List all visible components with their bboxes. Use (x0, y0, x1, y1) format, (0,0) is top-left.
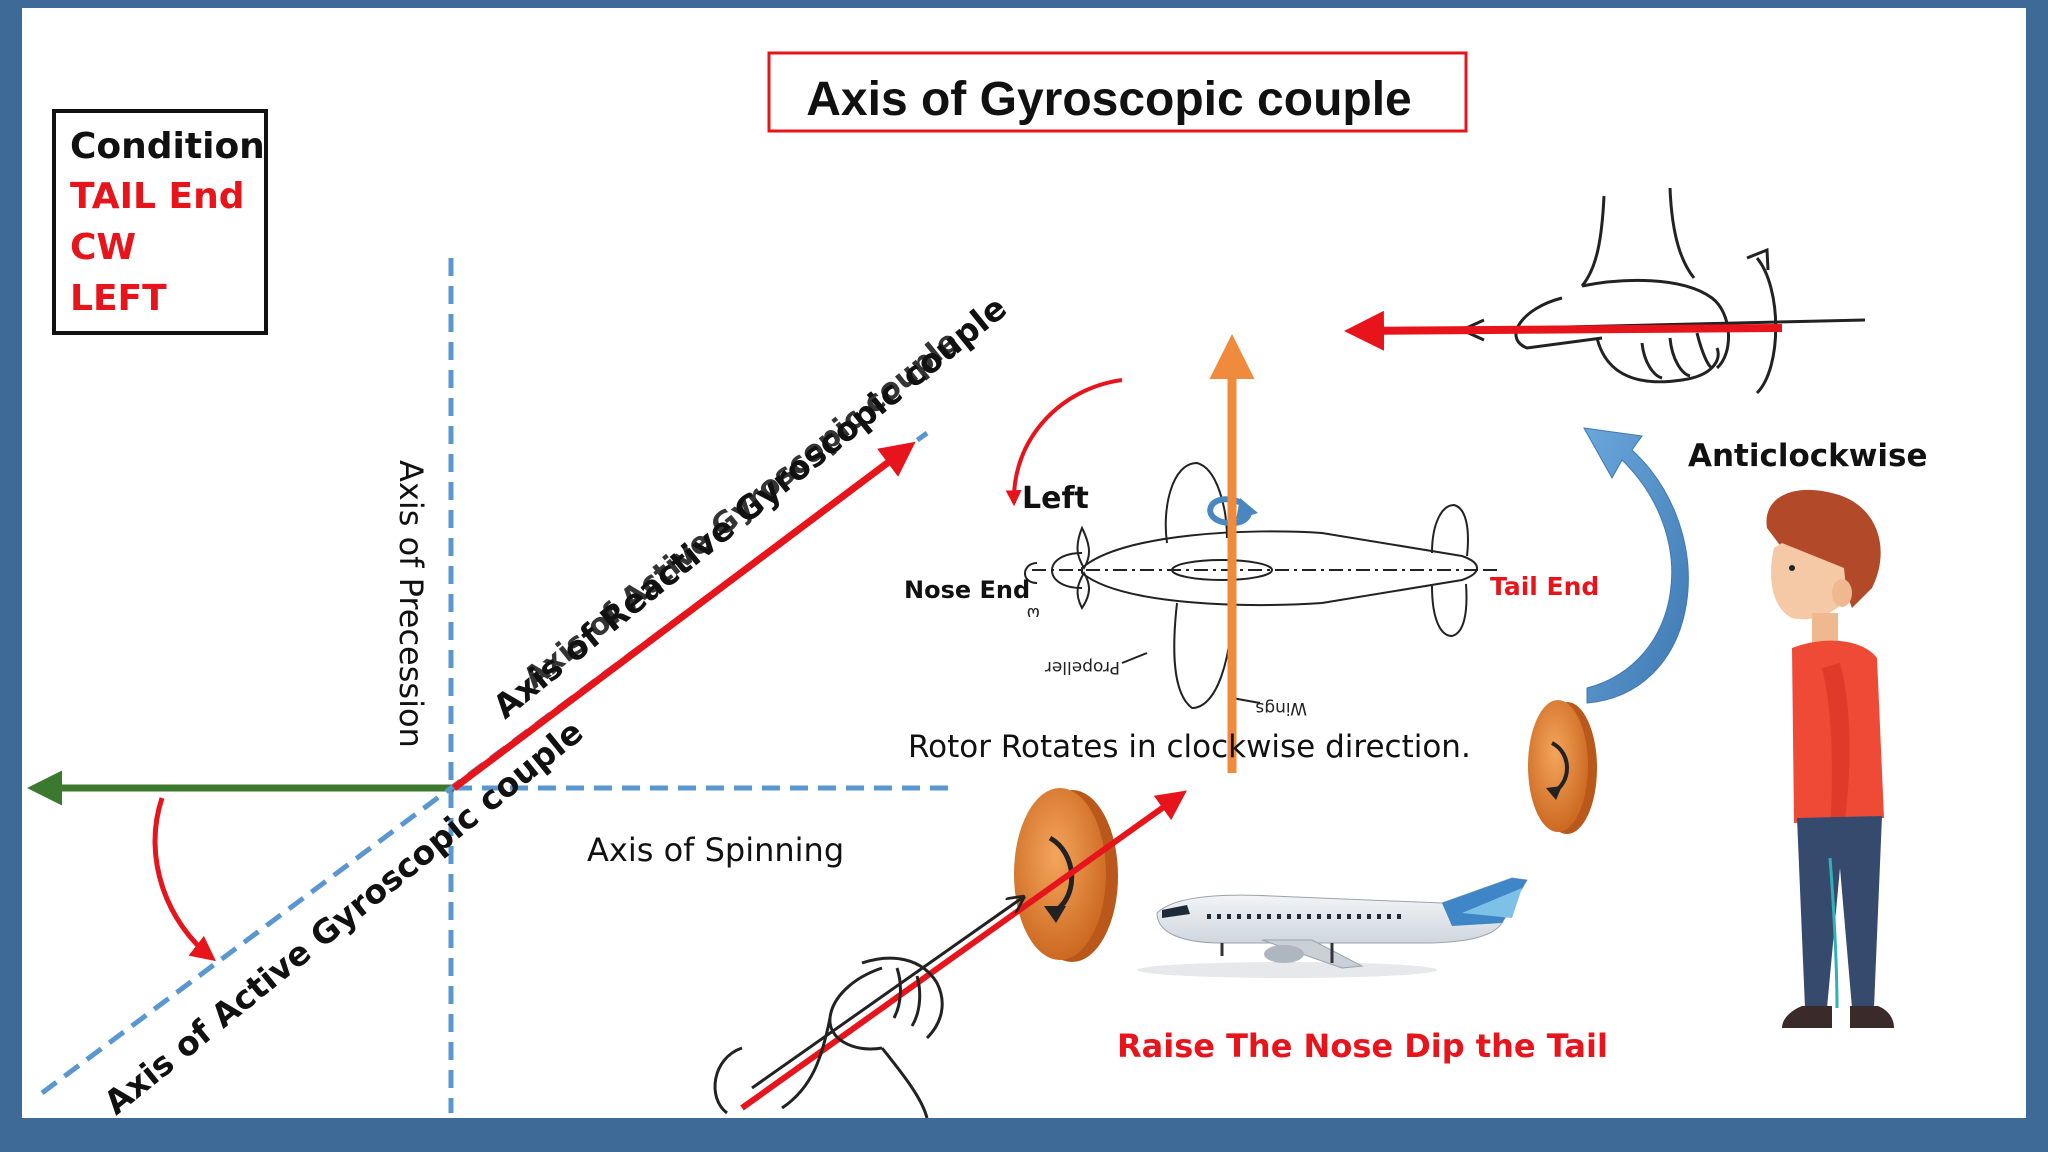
omega-label: ω (1027, 604, 1040, 623)
spinning-axis-label: Axis of Spinning (587, 831, 844, 869)
bottom-caption: Raise The Nose Dip the Tail (1117, 1027, 1608, 1065)
nose-cone (1051, 552, 1083, 589)
wings-label: Wings (1255, 698, 1307, 718)
bottom-finger-crease-1 (892, 967, 902, 1019)
fuselage-outline (1081, 530, 1478, 607)
bottom-hand-curl (713, 1046, 743, 1115)
propeller-blade-top (1076, 525, 1090, 570)
bottom-black-diagonal-line (751, 898, 1022, 1090)
bottom-hand-wrist (781, 1017, 832, 1110)
rotor-note: Rotor Rotates in clockwise direction. (908, 729, 1471, 765)
tail-end-label: Tail End (1490, 572, 1599, 601)
hand-curl-arrowhead (1746, 247, 1770, 271)
airliner-illustration (1137, 877, 1528, 978)
left-label: Left (1022, 481, 1089, 516)
tail-fin-top (1431, 503, 1469, 557)
anticlockwise-label: Anticlockwise (1688, 438, 1928, 474)
spin-curl-arrowhead (1236, 498, 1258, 520)
bottom-hand-wrist-right (880, 1047, 929, 1118)
precession-axis-label: Axis of Precession (392, 460, 430, 748)
finger-crease-2 (1668, 337, 1691, 378)
propeller-hub (1024, 562, 1038, 584)
hand-wrist-left (1580, 195, 1606, 287)
bottom-hand-fingers (861, 956, 944, 1040)
condition-heading: Condition (70, 126, 265, 167)
title-box: Axis of Gyroscopic couple (767, 51, 1468, 133)
bottom-red-diagonal-arrow (740, 790, 1187, 1111)
hand-fingers (1595, 337, 1720, 384)
gyro-couple-dashed-axis (40, 430, 929, 1096)
slide: Axis of Gyroscopic couple Condition TAIL… (22, 8, 2026, 1118)
active-couple-label: Axis of Active Gyroscopic couple (96, 712, 590, 1118)
propeller-pointer (1121, 652, 1148, 664)
cockpit-ellipse (1171, 559, 1273, 581)
top-fin (1164, 461, 1228, 544)
hand-thumb (1514, 296, 1603, 350)
tail-fin-bottom (1431, 583, 1468, 638)
condition-line-tail: TAIL End (70, 176, 244, 217)
bottom-hand-back (828, 966, 883, 1051)
condition-line-cw: CW (70, 227, 136, 268)
nose-end-label: Nose End (904, 576, 1030, 604)
bottom-finger-crease-2 (910, 975, 922, 1027)
bottom-wing (1173, 602, 1233, 710)
finger-crease-3 (1695, 332, 1713, 370)
condition-box: Condition TAIL End CW LEFT (52, 109, 268, 335)
propeller-blade-bottom (1076, 571, 1090, 610)
hand-wrist-right (1668, 187, 1696, 279)
wings-pointer (1231, 697, 1261, 704)
rotation-curved-arrow (152, 797, 216, 962)
top-red-left-arrow (1344, 310, 1783, 351)
page-title: Axis of Gyroscopic couple (806, 73, 1411, 126)
hand-back (1581, 278, 1730, 370)
bottom-hand-illustration (713, 956, 944, 1118)
propeller-label: Propeller (1045, 657, 1120, 677)
gyroscope-diagram: Axis of Gyroscopic couple Condition TAIL… (27, 51, 1928, 1118)
reactive-couple-arrow (451, 441, 916, 791)
right-rotor-disc (1528, 700, 1597, 834)
active-couple-overlap-label: Axis of Active Gyroscopic couple (517, 324, 966, 697)
finger-crease-1 (1640, 342, 1663, 380)
top-hand-illustration (1441, 187, 1866, 395)
person-illustration (1766, 489, 1894, 1028)
condition-line-left: LEFT (70, 278, 167, 319)
blue-arc-arrow (1583, 427, 1689, 704)
left-curved-arrow (1005, 378, 1123, 507)
